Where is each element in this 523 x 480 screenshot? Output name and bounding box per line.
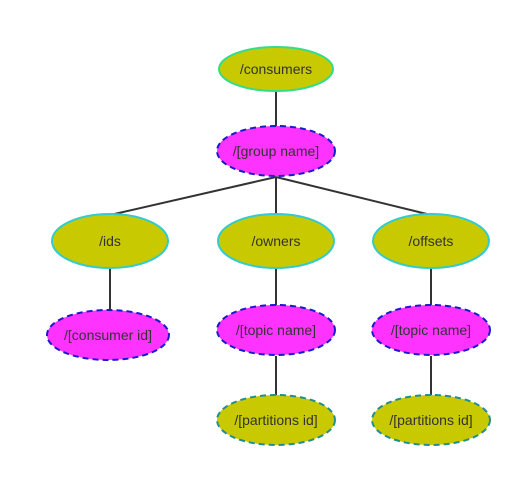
node-owners-shape [217,213,335,269]
node-consumer-id-shape [46,309,170,361]
node-consumer-id: /[consumer id] [46,309,170,361]
node-consumers-shape [218,46,334,92]
node-offsets-topic-name-shape [371,304,491,356]
node-group-name: /[group name] [216,125,336,177]
node-offsets-label: /offsets [409,233,454,249]
node-owners-topic-name: /[topic name] [216,304,336,356]
node-offsets-partitions-id-shape [371,394,491,446]
node-consumers-label: /consumers [240,61,312,77]
node-group-name-label: /[group name] [233,143,319,159]
node-offsets-shape [372,213,490,269]
node-owners-partitions-id: /[partitions id] [216,394,336,446]
node-owners: /owners [217,213,335,269]
node-offsets-partitions-id: /[partitions id] [371,394,491,446]
edge-group-offsets [275,176,432,216]
node-owners-partitions-id-label: /[partitions id] [234,412,317,428]
node-ids-label: /ids [99,233,121,249]
node-ids: /ids [51,213,169,269]
node-group-name-shape [216,125,336,177]
node-owners-topic-name-shape [216,304,336,356]
node-offsets-topic-name-label: /[topic name] [391,322,471,338]
node-consumer-id-label: /[consumer id] [64,327,152,343]
node-owners-topic-name-label: /[topic name] [236,322,316,338]
node-owners-partitions-id-shape [216,394,336,446]
node-offsets: /offsets [372,213,490,269]
node-consumers: /consumers [218,46,334,92]
node-owners-label: /owners [251,233,300,249]
tree-edges [109,91,432,395]
node-ids-shape [51,213,169,269]
node-offsets-partitions-id-label: /[partitions id] [389,412,472,428]
node-offsets-topic-name: /[topic name] [371,304,491,356]
edge-group-ids [109,176,277,216]
